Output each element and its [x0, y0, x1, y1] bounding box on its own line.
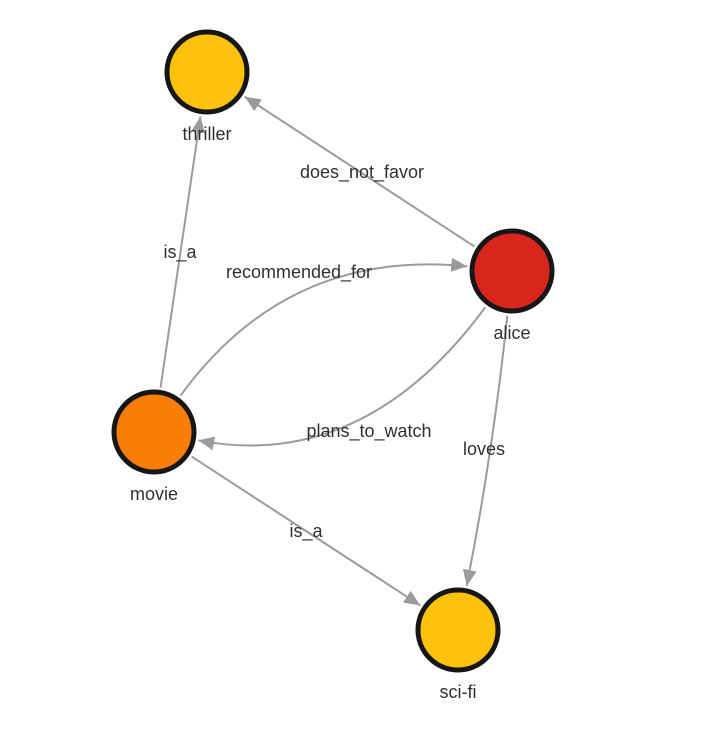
edge-movie-is_a-thriller[interactable]: [159, 116, 206, 388]
node-sci-fi[interactable]: [415, 587, 501, 673]
node-label-movie: movie: [130, 484, 178, 504]
edge-alice-loves-sci-fi[interactable]: [462, 315, 509, 587]
node-label-sci-fi: sci-fi: [440, 682, 477, 702]
edge-alice-plans_to_watch-movie[interactable]: [198, 306, 487, 451]
edge-movie-is_a-sci-fi[interactable]: [191, 455, 421, 607]
edge-label-plans_to_watch: plans_to_watch: [306, 421, 431, 442]
edge-movie-recommended_for-alice[interactable]: [179, 257, 468, 397]
node-label-thriller: thriller: [182, 124, 231, 144]
edge-label-is_a: is_a: [289, 521, 323, 542]
node-thriller[interactable]: [164, 29, 250, 115]
node-alice[interactable]: [469, 228, 555, 314]
edge-alice-does_not_favor-thriller[interactable]: [244, 95, 475, 248]
edge-label-is_a: is_a: [163, 242, 197, 263]
edge-label-loves: loves: [463, 439, 505, 459]
node-movie[interactable]: [111, 389, 197, 475]
edge-label-recommended_for: recommended_for: [226, 262, 372, 283]
edge-label-does_not_favor: does_not_favor: [300, 162, 424, 183]
node-label-alice: alice: [493, 323, 530, 343]
